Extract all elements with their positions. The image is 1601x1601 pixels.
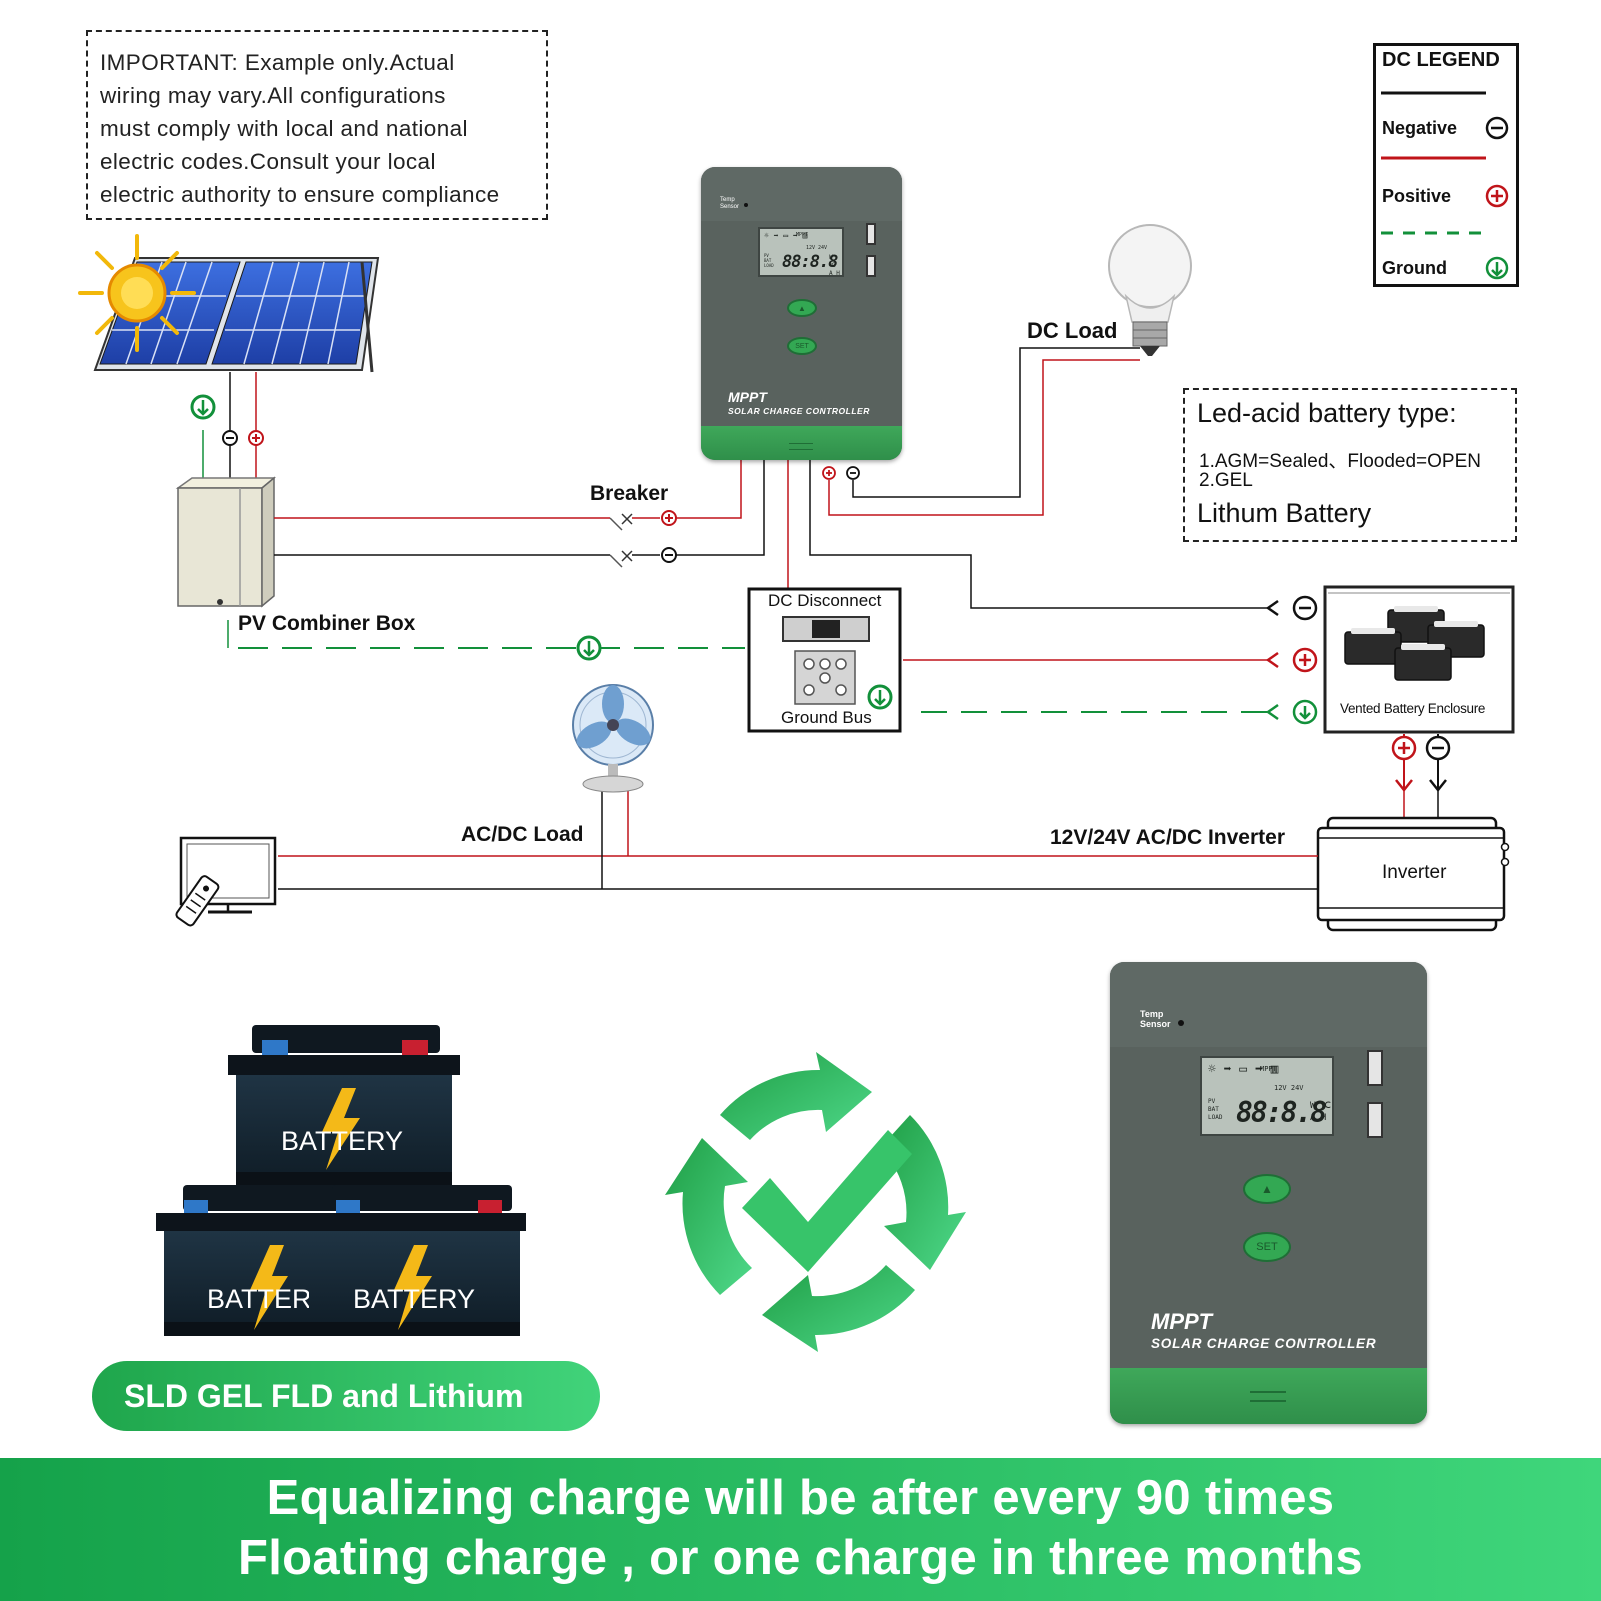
recycle-check-icon: [665, 1052, 966, 1352]
lithium-battery-label: Lithum Battery: [1197, 498, 1372, 528]
notice-line: electric codes.Consult your local: [100, 149, 436, 174]
fan-icon: [572, 684, 654, 793]
legend-ground-label: Ground: [1382, 258, 1447, 278]
light-bulb-icon: [1108, 224, 1192, 356]
usb-port-2[interactable]: [1367, 1102, 1383, 1138]
breaker-switch-icon: [609, 513, 633, 568]
lcd-volt-label: 12V 24V: [1274, 1084, 1304, 1092]
notice-line: electric authority to ensure compliance: [100, 182, 500, 207]
negative-symbol-icon: [222, 430, 238, 446]
battery-types-pill: SLD GEL FLD and Lithium: [92, 1361, 600, 1431]
solar-panel-icon: [78, 234, 380, 373]
legend-positive-label: Positive: [1382, 186, 1452, 206]
pv-combiner-label: PV Combiner Box: [238, 612, 416, 635]
vented-enclosure-label: Vented Battery Enclosure: [1340, 701, 1486, 716]
legend-negative-label: Negative: [1382, 118, 1458, 138]
ground-bus-label: Ground Bus: [781, 708, 872, 727]
up-button[interactable]: ▲: [1243, 1174, 1291, 1204]
sun-icon: [78, 234, 196, 352]
dc-disconnect-box: [747, 587, 902, 733]
positive-symbol-icon: [248, 430, 264, 446]
legend-positive-icon: [1485, 184, 1509, 208]
legend-negative-icon: [1485, 116, 1509, 140]
dc-load-label: DC Load: [1027, 318, 1118, 343]
usb-port-2[interactable]: [866, 255, 876, 277]
lcd-volt-label: 12V 24V: [806, 245, 828, 251]
bottom-banner: Equalizing charge will be after every 90…: [0, 1458, 1601, 1601]
important-notice: IMPORTANT: Example only.Actual wiring ma…: [86, 30, 548, 220]
pv-combiner-box-icon: [175, 476, 277, 608]
usb-port-1[interactable]: [1367, 1050, 1383, 1086]
tv-icon: [175, 836, 277, 927]
battery-type-box: Led-acid battery type: 1.AGM=Sealed、Floo…: [1183, 388, 1517, 542]
notice-line: wiring may vary.All configurations: [100, 83, 446, 108]
lcd-digits: 88:8.8: [782, 252, 838, 272]
inverter-title-label: 12V/24V AC/DC Inverter: [1050, 826, 1285, 849]
sun-icon: ☼ ➡ ▭ ➡ ▥: [764, 231, 808, 240]
legend-title: DC LEGEND: [1382, 49, 1500, 71]
lcd-digits: 88:8.8: [1236, 1096, 1327, 1129]
lcd-mppt-label: MPPT: [796, 232, 809, 238]
battery-types-text: SLD GEL FLD and Lithium: [124, 1377, 524, 1414]
usb-port-1[interactable]: [866, 223, 876, 245]
lcd-display: ☼ ➡ ▭ ➡ ▥ MPPT 12V 24V PV BAT LOAD 88:8.…: [1200, 1056, 1334, 1136]
battery-type-line1: 1.AGM=Sealed、Flooded=OPEN: [1199, 451, 1481, 472]
notice-line: must comply with local and national: [100, 116, 468, 141]
sun-icon: ☼ ➡ ▭ ➡ ▥: [1208, 1062, 1279, 1077]
temp-sensor-port: [744, 203, 748, 207]
battery-stack-icon: [156, 1025, 526, 1336]
controller-subtitle: SOLAR CHARGE CONTROLLER: [728, 406, 870, 416]
dc-legend: DC LEGEND Negative Positive Ground: [1373, 43, 1519, 287]
ground-symbol-icon: [576, 635, 602, 661]
battery-label-top: BATTERY: [281, 1126, 404, 1156]
controller-subtitle: SOLAR CHARGE CONTROLLER: [1151, 1336, 1377, 1351]
lcd-row-labels: PV BAT LOAD: [764, 253, 774, 268]
battery-label-right: BATTERY: [353, 1284, 476, 1314]
lcd-display: ☼ ➡ ▭ ➡ ▥ MPPT 12V 24V PV BAT LOAD 88:8.…: [758, 227, 844, 277]
battery-type-line2: 2.GEL: [1199, 470, 1253, 491]
battery-enclosure-icon: [1323, 585, 1515, 734]
lcd-mppt-label: MPPT: [1260, 1065, 1277, 1073]
legend-ground-icon: [1485, 256, 1509, 280]
inverter-label: Inverter: [1382, 862, 1447, 883]
up-button[interactable]: ▲: [787, 299, 817, 317]
battery-label-left: BATTERY: [207, 1284, 309, 1314]
ground-symbol-icon: [190, 394, 216, 420]
vent-grille: [1250, 1391, 1286, 1402]
banner-line-2: Floating charge , or one charge in three…: [238, 1531, 1363, 1585]
mppt-brand: MPPT: [728, 389, 767, 405]
lcd-row-labels: PV BAT LOAD: [1208, 1098, 1223, 1121]
notice-line: IMPORTANT: Example only.Actual: [100, 50, 455, 75]
acdc-load-label: AC/DC Load: [461, 823, 584, 846]
inverter-icon: [1316, 816, 1510, 932]
temp-sensor-port: [1178, 1020, 1184, 1026]
battery-type-title: Led-acid battery type:: [1197, 398, 1457, 428]
banner-line-1: Equalizing charge will be after every 90…: [266, 1471, 1335, 1525]
set-button[interactable]: SET: [1243, 1232, 1291, 1262]
breaker-label: Breaker: [590, 482, 669, 505]
set-button[interactable]: SET: [787, 337, 817, 355]
vent-grille: [789, 443, 813, 450]
mppt-brand: MPPT: [1151, 1309, 1213, 1334]
dc-disconnect-label: DC Disconnect: [768, 591, 882, 610]
